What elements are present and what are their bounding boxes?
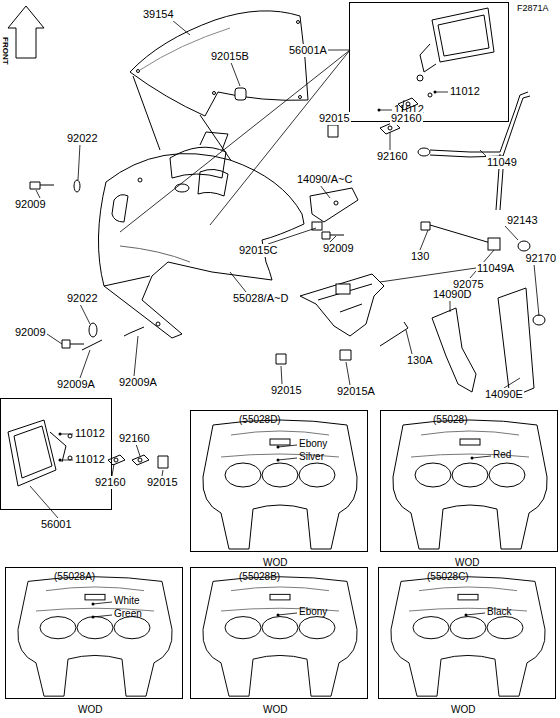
callout-number: 11049A <box>476 262 515 275</box>
part-number-heading: (55028A) <box>54 571 95 583</box>
leader-lines <box>191 568 369 700</box>
fairing-variant-drawing <box>191 568 369 700</box>
callout-number: 11012 <box>75 427 105 439</box>
color-variant-box: (55028C)BlackWOD <box>378 567 556 699</box>
callout-number: 11012 <box>75 453 105 465</box>
callout-number: 14090D <box>432 288 473 301</box>
callout-number: 14090/A~C <box>296 173 353 186</box>
color-name: Ebony <box>299 606 327 618</box>
fairing-variant-drawing <box>6 568 184 700</box>
color-variant-box: (55028A)WhiteGreenWOD <box>5 567 183 699</box>
callout-number: 11049 <box>486 156 518 169</box>
callout-number: 92022 <box>66 292 99 305</box>
callout-number: 14090E <box>484 388 524 401</box>
callout-number: 92160 <box>376 150 409 163</box>
callout-number: 92022 <box>66 132 99 145</box>
callout-number: 92015C <box>238 244 279 257</box>
callout-number: 92015A <box>336 385 376 398</box>
callout-number: 92160 <box>118 432 151 445</box>
market-code: WOD <box>263 704 287 716</box>
color-name: Red <box>493 449 511 461</box>
callout-number: 92015 <box>318 112 351 125</box>
leader-lines <box>6 568 184 700</box>
callout-number: 92015 <box>146 476 179 489</box>
fairing-variant-drawing <box>379 568 557 700</box>
callout-number: 11012 <box>450 85 480 97</box>
callout-number: 130A <box>406 354 434 367</box>
part-number-heading: (55028B) <box>239 571 280 583</box>
part-number-heading: (55028C) <box>427 571 469 583</box>
callout-number: 92009 <box>14 198 47 211</box>
callout-number: 92143 <box>506 214 539 227</box>
leader-lines <box>379 568 557 700</box>
part-number-heading: (55028D) <box>239 414 281 426</box>
leader-lines <box>191 411 369 553</box>
callout-number: 55028/A~D <box>232 292 289 305</box>
callout-number: 56001 <box>40 518 73 531</box>
market-code: WOD <box>78 704 102 716</box>
leader-lines <box>381 411 559 553</box>
part-number-heading: (55028) <box>433 414 467 426</box>
mirror-inset-box: 1101211012 <box>349 2 509 122</box>
fairing-variant-drawing <box>191 411 369 553</box>
callout-number: 130 <box>410 250 430 263</box>
mirror-inset-box: 11012 11012 <box>0 398 112 510</box>
callout-number: 92015 <box>270 384 303 397</box>
callout-number: 56001A <box>288 44 328 57</box>
color-variant-box: (55028D)EbonySilverWOD <box>190 410 368 552</box>
fairing-variant-drawing <box>381 411 559 553</box>
callout-number: 92015B <box>210 50 250 63</box>
callout-number: 92009A <box>118 376 158 389</box>
leader-lines <box>350 3 510 123</box>
callout-number: 92009 <box>322 242 355 255</box>
callout-number: 92170 <box>524 252 557 265</box>
callout-number: 92160 <box>390 112 423 125</box>
callout-number: 92009 <box>14 326 47 339</box>
market-code: WOD <box>451 704 475 716</box>
color-name: Green <box>114 608 142 620</box>
color-name: White <box>114 595 140 607</box>
callout-number: 39154 <box>142 8 175 21</box>
callout-number: 92009A <box>56 378 96 391</box>
color-name: Black <box>487 606 511 618</box>
figure-code: F2871A <box>516 2 550 15</box>
color-name: Silver <box>299 451 324 463</box>
color-variant-box: (55028B)EbonyWOD <box>190 567 368 699</box>
color-name: Ebony <box>299 438 327 450</box>
color-variant-box: (55028)RedWOD <box>380 410 558 552</box>
callout-number: 92160 <box>94 476 127 489</box>
front-indicator: FRONT <box>0 36 12 66</box>
